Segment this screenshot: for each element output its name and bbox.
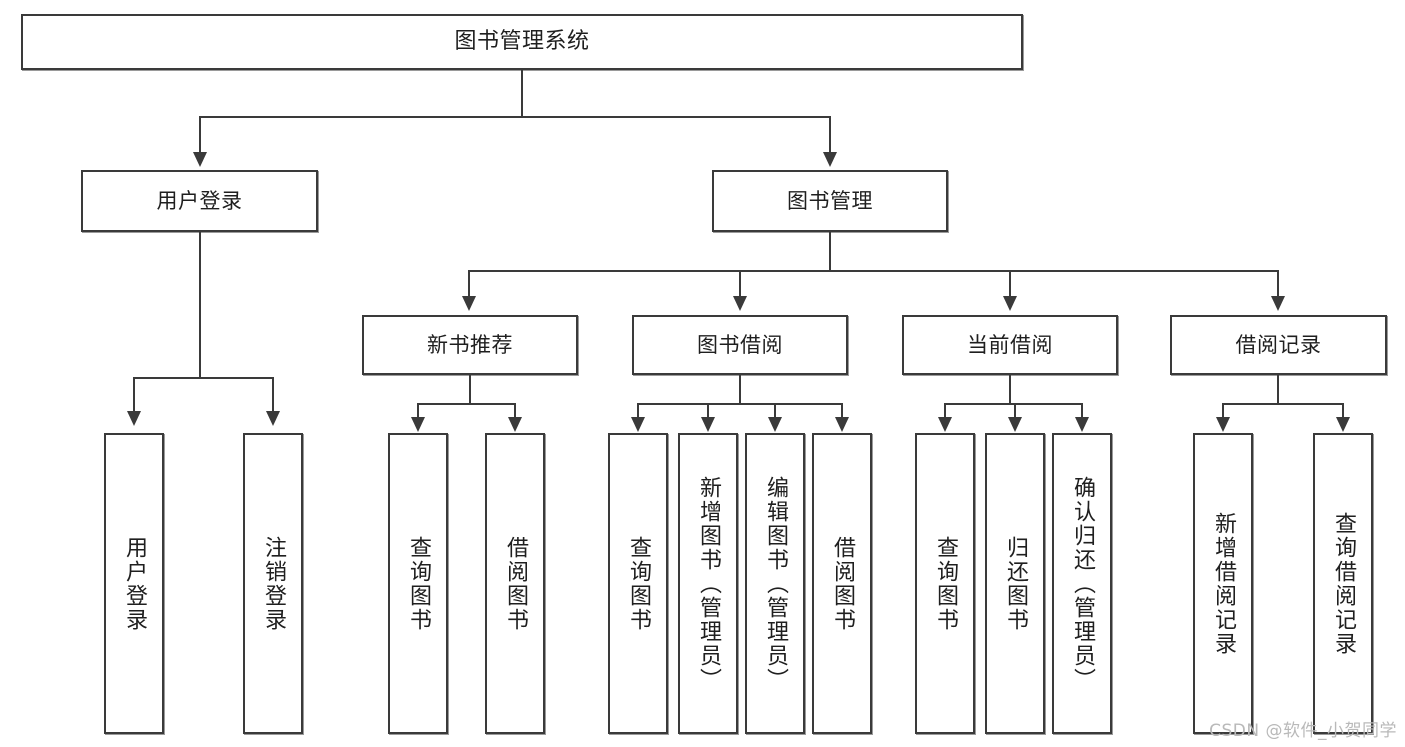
node-label: 图书管理系统 [454,29,590,55]
connector-bb-to-leaf-2 [707,403,709,419]
connector-br-to-leaf-1 [1222,403,1224,419]
connector-bb-to-leaf-1 [637,403,639,419]
node-label: 查询图书 [626,535,651,632]
connector-cb-to-leaf-1 [944,403,946,419]
connector-bb-bus [637,403,842,405]
arrow-nbr-to-leaf-2 [508,417,522,432]
arrow-cb-to-leaf-2 [1008,417,1022,432]
leaf-cb-query-book[interactable]: 查询图书 [915,433,975,734]
connector-bm-to-new-book [468,270,470,298]
node-book-management[interactable]: 图书管理 [712,170,948,232]
connector-user-login-to-leaf-1 [133,377,135,413]
arrow-bb-to-leaf-3 [768,417,782,432]
connector-br-stem [1277,375,1279,403]
connector-nbr-to-leaf-1 [417,403,419,419]
leaf-bb-edit-book-admin[interactable]: 编辑图书（管理员） [745,433,805,734]
connector-cb-bus [944,403,1082,405]
node-label: 借阅图书 [830,535,855,632]
arrow-user-login-to-leaf-1 [127,411,141,426]
arrow-bm-to-book-borrow [733,296,747,311]
connector-root-stem [521,70,523,116]
connector-nbr-stem [469,375,471,403]
arrow-bb-to-leaf-4 [835,417,849,432]
arrow-bm-to-borrow-record [1271,296,1285,311]
connector-book-management-stem [829,232,831,270]
node-label: 新增借阅记录 [1211,511,1236,656]
arrow-br-to-leaf-2 [1336,417,1350,432]
arrow-bm-to-new-book [462,296,476,311]
connector-bm-to-borrow-record [1277,270,1279,298]
arrow-bm-to-current-borrow [1003,296,1017,311]
connector-nbr-to-leaf-2 [514,403,516,419]
leaf-nbr-borrow-book[interactable]: 借阅图书 [485,433,545,734]
node-label: 借阅记录 [1235,332,1322,357]
leaf-bb-query-book[interactable]: 查询图书 [608,433,668,734]
connector-cb-stem [1009,375,1011,403]
arrow-nbr-to-leaf-1 [411,417,425,432]
leaf-user-login[interactable]: 用户登录 [104,433,164,734]
leaf-bb-borrow-book[interactable]: 借阅图书 [812,433,872,734]
arrow-root-to-user-login [193,152,207,167]
arrow-cb-to-leaf-3 [1075,417,1089,432]
leaf-cb-return-book[interactable]: 归还图书 [985,433,1045,734]
leaf-nbr-query-book[interactable]: 查询图书 [388,433,448,734]
node-label: 图书借阅 [697,332,783,357]
node-user-login[interactable]: 用户登录 [81,170,318,232]
node-label: 新增图书（管理员） [696,475,721,692]
node-label: 图书管理 [787,188,873,213]
leaf-br-add-record[interactable]: 新增借阅记录 [1193,433,1253,734]
leaf-logout[interactable]: 注销登录 [243,433,303,734]
node-label: 借阅图书 [503,535,528,632]
connector-book-management-bus [468,270,1279,272]
connector-cb-to-leaf-2 [1014,403,1016,419]
node-label: 编辑图书（管理员） [763,475,788,692]
node-label: 确认归还（管理员） [1070,475,1095,692]
connector-root-bus [199,116,831,118]
connector-cb-to-leaf-3 [1081,403,1083,419]
connector-user-login-bus [133,377,273,379]
connector-root-to-book-management [829,116,831,154]
arrow-br-to-leaf-1 [1216,417,1230,432]
node-label: 新书推荐 [427,332,513,357]
connector-bb-to-leaf-4 [841,403,843,419]
arrow-bb-to-leaf-1 [631,417,645,432]
leaf-cb-confirm-return-admin[interactable]: 确认归还（管理员） [1052,433,1112,734]
node-current-borrow[interactable]: 当前借阅 [902,315,1118,375]
connector-bm-to-book-borrow [739,270,741,298]
node-label: 查询图书 [406,535,431,632]
leaf-br-query-record[interactable]: 查询借阅记录 [1313,433,1373,734]
node-label: 用户登录 [122,535,147,632]
node-new-book-recommend[interactable]: 新书推荐 [362,315,578,375]
node-label: 注销登录 [261,535,286,632]
node-book-borrow[interactable]: 图书借阅 [632,315,848,375]
connector-root-to-user-login [199,116,201,154]
connector-bb-stem [739,375,741,403]
arrow-cb-to-leaf-1 [938,417,952,432]
connector-br-bus [1222,403,1343,405]
node-label: 归还图书 [1003,535,1028,632]
node-label: 当前借阅 [967,332,1053,357]
connector-bb-to-leaf-3 [774,403,776,419]
node-label: 查询借阅记录 [1331,511,1356,656]
connector-nbr-bus [417,403,515,405]
node-root-book-management-system[interactable]: 图书管理系统 [21,14,1023,70]
connector-br-to-leaf-2 [1342,403,1344,419]
arrow-bb-to-leaf-2 [701,417,715,432]
arrow-user-login-to-leaf-2 [266,411,280,426]
leaf-bb-add-book-admin[interactable]: 新增图书（管理员） [678,433,738,734]
connector-bm-to-current-borrow [1009,270,1011,298]
arrow-root-to-book-management [823,152,837,167]
connector-user-login-to-leaf-2 [272,377,274,413]
node-borrow-record[interactable]: 借阅记录 [1170,315,1387,375]
connector-user-login-stem [199,232,201,377]
node-label: 用户登录 [156,188,243,213]
node-label: 查询图书 [933,535,958,632]
watermark-text: CSDN @软件_小贺同学 [1209,721,1397,741]
